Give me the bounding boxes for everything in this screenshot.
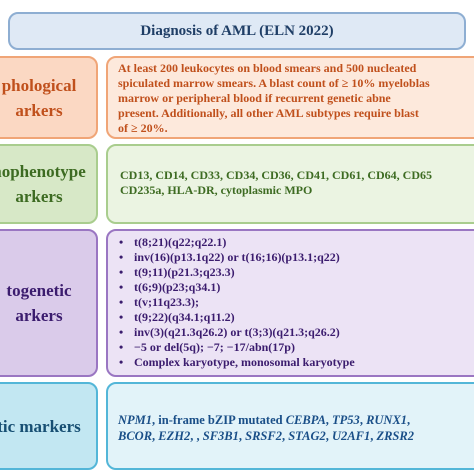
gene-name: NPM1 bbox=[118, 413, 153, 427]
cytogenetic-item: Complex karyotype, monosomal karyotype bbox=[108, 355, 474, 370]
morphological-text-line: present. Additionally, all other AML sub… bbox=[118, 106, 419, 120]
morphological-label-line-1: phological bbox=[1, 75, 77, 95]
cytogenetic-item: t(8;21)(q22;q22.1) bbox=[108, 235, 474, 250]
molecular-markers-box: NPM1, in-frame bZIP mutated CEBPA, TP53,… bbox=[106, 382, 474, 470]
gene-name: ZRSR2 bbox=[376, 429, 414, 443]
molecular-fragment: , bbox=[325, 413, 333, 427]
immunophenotype-label-line-2: arkers bbox=[15, 187, 63, 206]
immunophenotype-text-line: CD235a, HLA-DR, cytoplasmic MPO bbox=[120, 183, 313, 197]
title-box: Diagnosis of AML (ELN 2022) bbox=[8, 12, 466, 50]
molecular-fragment: , bbox=[152, 429, 159, 443]
cytogenetic-item: inv(16)(p13.1q22) or t(16;16)(p13.1;q22) bbox=[108, 250, 474, 265]
cytogenetic-label-line-1: togenetic bbox=[6, 281, 72, 300]
molecular-fragment: , bbox=[407, 413, 411, 427]
molecular-fragment: , bbox=[359, 413, 367, 427]
cytogenetic-item: inv(3)(q21.3q26.2) or t(3;3)(q21.3;q26.2… bbox=[108, 325, 474, 340]
gene-name: RUNX1 bbox=[366, 413, 408, 427]
morphological-text-line: spiculated marrow smears. A blast count … bbox=[118, 76, 430, 90]
gene-name: SF3B1 bbox=[202, 429, 239, 443]
cytogenetic-markers-box: t(8;21)(q22;q22.1) inv(16)(p13.1q22) or … bbox=[106, 229, 474, 377]
morphological-label-line-2: arkers bbox=[15, 100, 63, 120]
gene-name: CEBPA bbox=[285, 413, 326, 427]
cytogenetic-item: t(v;11q23.3); bbox=[108, 295, 474, 310]
molecular-text-line-2: BCOR, EZH2, , SF3B1, SRSF2, STAG2, U2AF1… bbox=[118, 428, 474, 444]
molecular-fragment: , bbox=[370, 429, 377, 443]
morphological-text-line: of ≥ 20%. bbox=[118, 121, 168, 135]
morphological-criteria-box: At least 200 leukocytes on blood smears … bbox=[106, 56, 474, 139]
molecular-markers-label: tic markers bbox=[0, 382, 98, 470]
immunophenotype-markers-label: nophenotype arkers bbox=[0, 144, 98, 224]
cytogenetic-label-line-2: arkers bbox=[15, 306, 63, 325]
diagram-title: Diagnosis of AML (ELN 2022) bbox=[140, 22, 334, 39]
cytogenetic-item: t(6;9)(p23;q34.1) bbox=[108, 280, 474, 295]
morphological-text-line: At least 200 leukocytes on blood smears … bbox=[118, 61, 417, 75]
molecular-fragment: , in-frame bZIP mutated bbox=[152, 413, 286, 427]
molecular-label-line-1: tic markers bbox=[0, 416, 81, 436]
immunophenotype-text-line: CD13, CD14, CD33, CD34, CD36, CD41, CD61… bbox=[120, 168, 432, 182]
gene-name: STAG2 bbox=[288, 429, 326, 443]
gene-name: U2AF1 bbox=[332, 429, 371, 443]
immunophenotype-label-line-1: nophenotype bbox=[0, 162, 86, 181]
molecular-fragment: , bbox=[238, 429, 246, 443]
immunophenotype-markers-box: CD13, CD14, CD33, CD34, CD36, CD41, CD61… bbox=[106, 144, 474, 224]
cytogenetic-item: −5 or del(5q); −7; −17/abn(17p) bbox=[108, 340, 474, 355]
gene-name: EZH2 bbox=[158, 429, 191, 443]
morphological-markers-label: phological arkers bbox=[0, 56, 98, 139]
molecular-fragment: , bbox=[281, 429, 289, 443]
cytogenetic-markers-label: togenetic arkers bbox=[0, 229, 98, 377]
cytogenetic-item: t(9;22)(q34.1;q11.2) bbox=[108, 310, 474, 325]
gene-name: SRSF2 bbox=[245, 429, 282, 443]
molecular-fragment: , , bbox=[190, 429, 203, 443]
gene-name: BCOR bbox=[118, 429, 153, 443]
gene-name: TP53 bbox=[332, 413, 360, 427]
cytogenetic-list: t(8;21)(q22;q22.1) inv(16)(p13.1q22) or … bbox=[108, 235, 474, 370]
molecular-text-line-1: NPM1, in-frame bZIP mutated CEBPA, TP53,… bbox=[118, 412, 474, 428]
morphological-text-line: marrow or peripheral blood if recurrent … bbox=[118, 91, 391, 105]
molecular-fragment: , bbox=[325, 429, 332, 443]
cytogenetic-item: t(9;11)(p21.3;q23.3) bbox=[108, 265, 474, 280]
